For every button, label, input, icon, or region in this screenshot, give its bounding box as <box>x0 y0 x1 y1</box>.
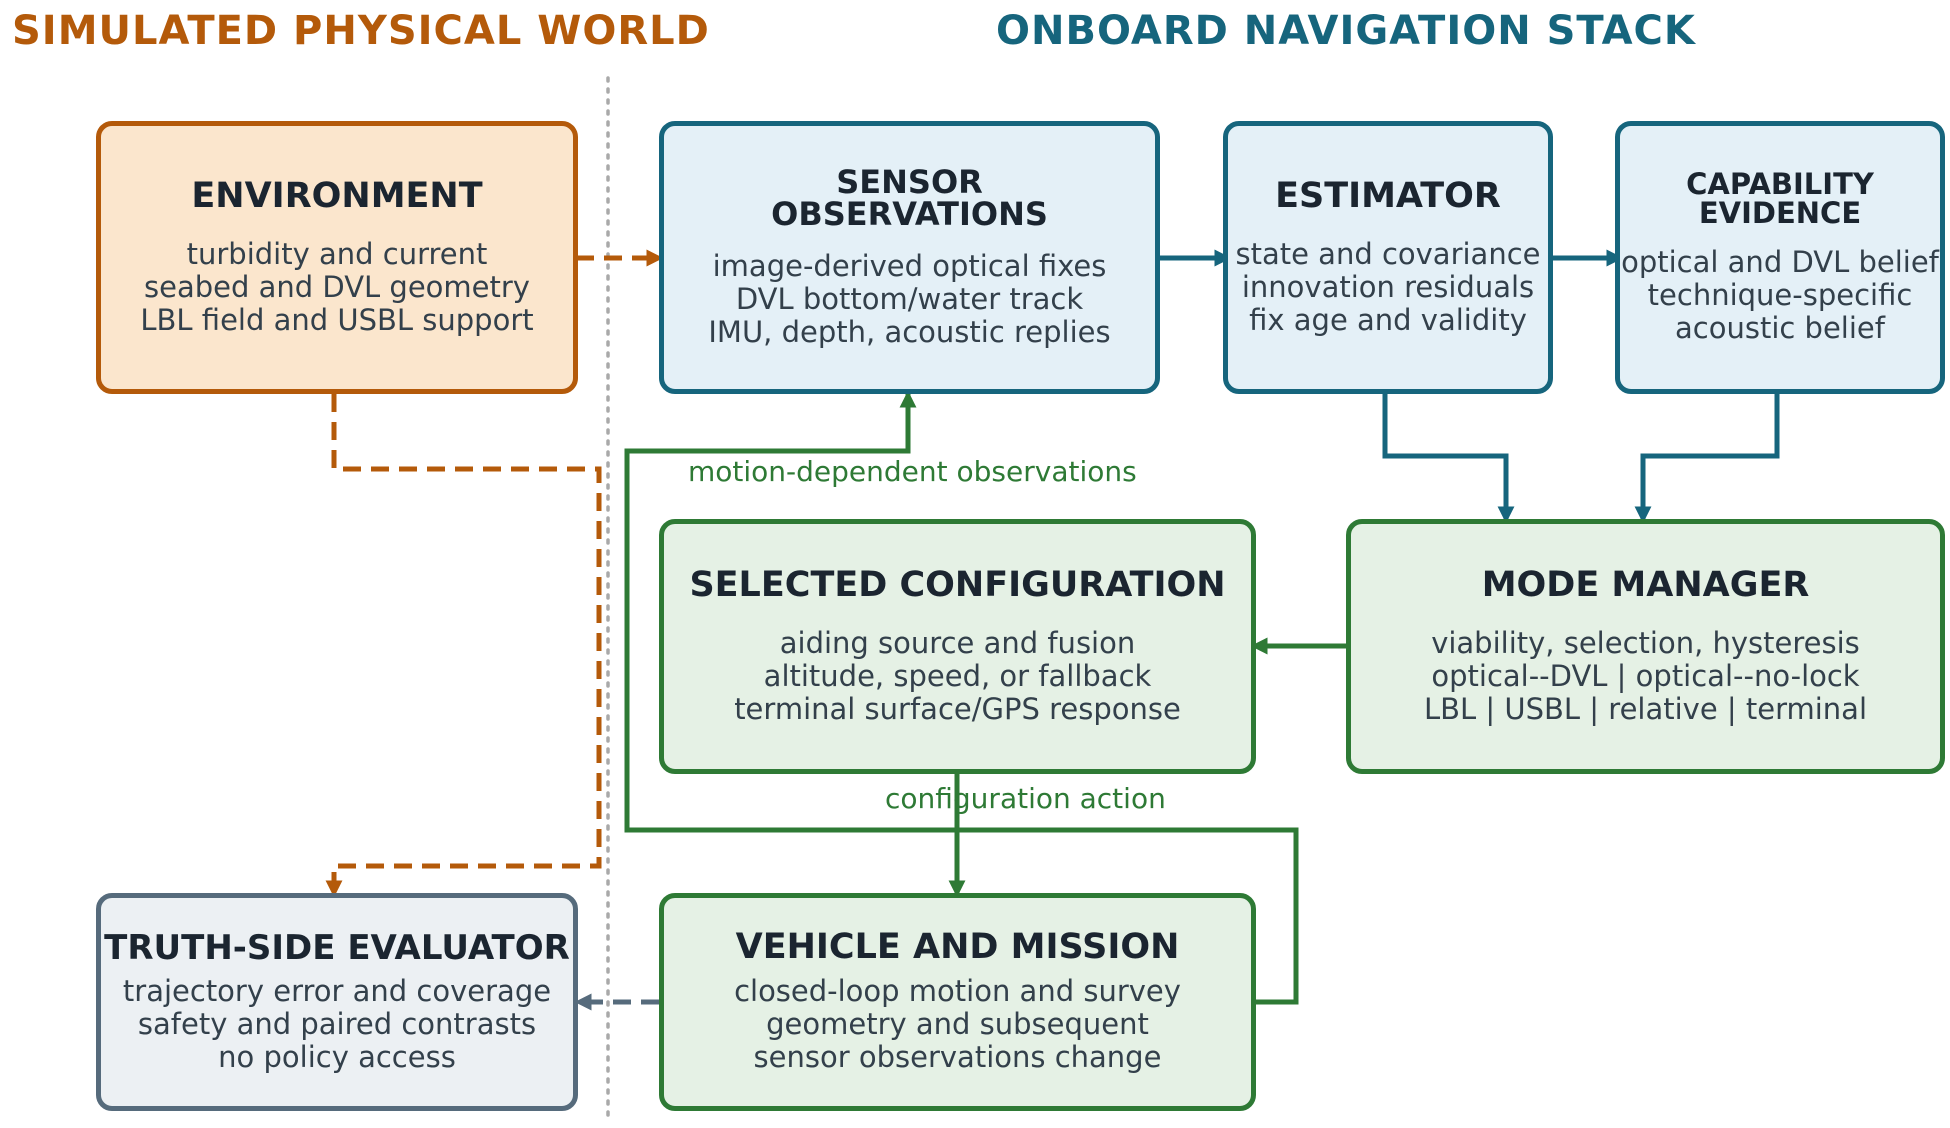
onboard-navigation-stack-header: ONBOARD NAVIGATION STACK <box>996 8 1696 54</box>
vehicle-and-mission-details: closed-loop motion and survey geometry a… <box>734 975 1181 1074</box>
environment-line-1: turbidity and current <box>186 236 488 271</box>
capability-evidence-line-3: acoustic belief <box>1675 311 1885 345</box>
selected-configuration-details: aiding source and fusion altitude, speed… <box>734 625 1181 726</box>
estimator-details: state and covariance innovation residual… <box>1235 236 1541 337</box>
mode-manager-line-2: optical--DVL | optical--no-lock <box>1431 658 1860 693</box>
sensor-observations-details: image-derived optical fixes DVL bottom/w… <box>708 250 1110 349</box>
environment-title: ENVIRONMENT <box>191 175 483 216</box>
mode-manager-details: viability, selection, hysteresis optical… <box>1423 625 1868 726</box>
mode-manager-title: MODE MANAGER <box>1481 564 1810 605</box>
truth-side-evaluator-title: TRUTH-SIDE EVALUATOR <box>104 927 570 968</box>
capability-evidence-details: optical and DVL belief technique-specifi… <box>1621 246 1939 345</box>
sensor-observations-line-2: DVL bottom/water track <box>735 282 1084 316</box>
capability-evidence-box: CAPABILITY EVIDENCE optical and DVL beli… <box>1615 121 1945 394</box>
truth-side-evaluator-details: trajectory error and coverage safety and… <box>122 973 552 1074</box>
vehicle-and-mission-title: VEHICLE AND MISSION <box>735 927 1180 967</box>
selected-configuration-line-3: terminal surface/GPS response <box>734 691 1181 726</box>
environment-line-3: LBL field and USBL support <box>140 302 534 337</box>
configuration-action-label: configuration action <box>885 782 1166 815</box>
simulated-physical-world-header: SIMULATED PHYSICAL WORLD <box>12 8 710 54</box>
estimator-title: ESTIMATOR <box>1275 175 1501 216</box>
vehicle-and-mission-box: VEHICLE AND MISSION closed-loop motion a… <box>659 893 1256 1111</box>
capability-evidence-line-1: optical and DVL belief <box>1621 245 1939 279</box>
estimator-box: ESTIMATOR state and covariance innovatio… <box>1223 121 1553 394</box>
mode-manager-box: MODE MANAGER viability, selection, hyste… <box>1346 519 1945 774</box>
environment-line-2: seabed and DVL geometry <box>144 269 530 304</box>
selected-configuration-box: SELECTED CONFIGURATION aiding source and… <box>659 519 1256 774</box>
capability-evidence-line-2: technique-specific <box>1647 278 1913 312</box>
vehicle-and-mission-line-2: geometry and subsequent <box>766 1007 1149 1041</box>
environment-details: turbidity and current seabed and DVL geo… <box>140 236 534 337</box>
sensor-observations-title: SENSOR OBSERVATIONS <box>771 163 1048 233</box>
estimator-to-mode-manager-arrow <box>1382 394 1515 524</box>
capability-to-mode-manager-arrow <box>1634 394 1780 524</box>
vehicle-and-mission-line-1: closed-loop motion and survey <box>734 974 1181 1008</box>
sensor-observations-box: SENSOR OBSERVATIONS image-derived optica… <box>659 121 1160 394</box>
mode-manager-line-3: LBL | USBL | relative | terminal <box>1423 691 1868 726</box>
environment-box: ENVIRONMENT turbidity and current seabed… <box>96 121 578 394</box>
estimator-line-1: state and covariance <box>1235 236 1541 271</box>
environment-to-evaluator-arrow <box>325 394 602 898</box>
vehicle-to-sensor-feedback-arrow <box>624 390 1299 1005</box>
estimator-line-2: innovation residuals <box>1241 269 1535 304</box>
truth-side-evaluator-line-3: no policy access <box>218 1039 456 1074</box>
capability-evidence-title: CAPABILITY EVIDENCE <box>1686 167 1874 230</box>
selected-configuration-title: SELECTED CONFIGURATION <box>689 564 1226 605</box>
selected-configuration-line-1: aiding source and fusion <box>779 625 1136 660</box>
mode-manager-line-1: viability, selection, hysteresis <box>1431 625 1860 660</box>
selected-configuration-line-2: altitude, speed, or fallback <box>763 658 1152 693</box>
truth-side-evaluator-line-2: safety and paired contrasts <box>137 1006 537 1041</box>
sensor-observations-line-1: image-derived optical fixes <box>712 249 1107 283</box>
truth-side-evaluator-box: TRUTH-SIDE EVALUATOR trajectory error an… <box>96 893 578 1111</box>
estimator-line-3: fix age and validity <box>1249 302 1527 337</box>
truth-side-evaluator-line-1: trajectory error and coverage <box>122 973 552 1008</box>
motion-dependent-observations-label: motion-dependent observations <box>688 455 1137 488</box>
vehicle-and-mission-line-3: sensor observations change <box>753 1040 1162 1074</box>
sensor-observations-line-3: IMU, depth, acoustic replies <box>708 315 1111 349</box>
